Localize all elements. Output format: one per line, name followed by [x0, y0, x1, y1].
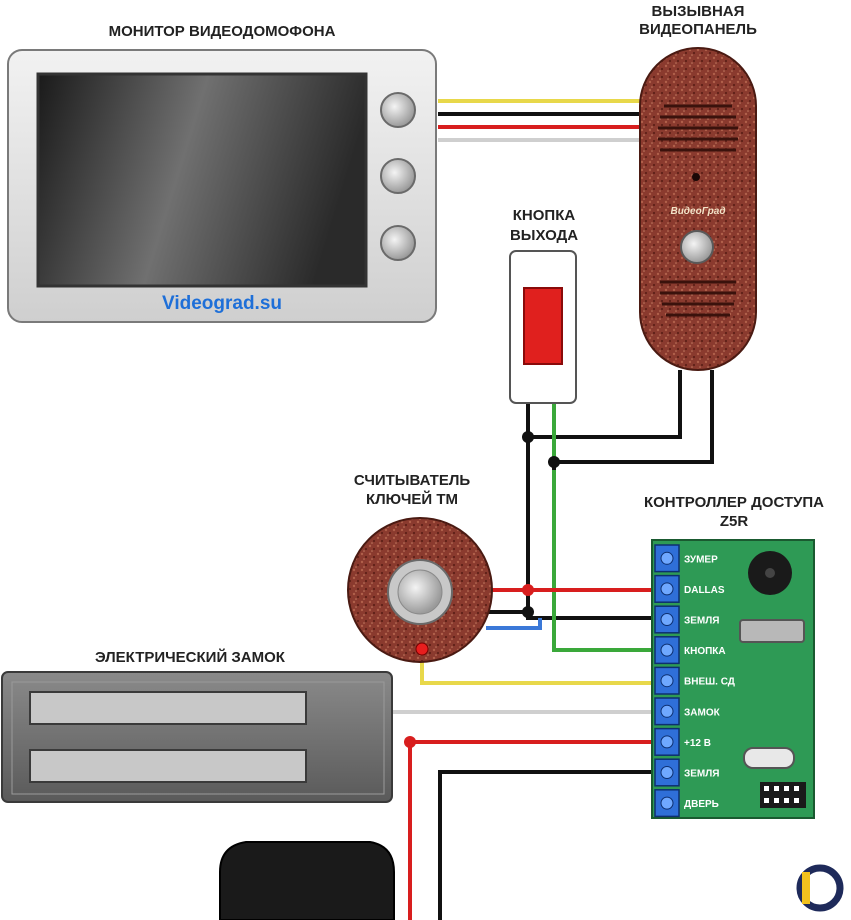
- lock-plate: [29, 749, 307, 783]
- junctions: [404, 431, 560, 748]
- lock-label: ЭЛЕКТРИЧЕСКИЙ ЗАМОК: [95, 648, 286, 666]
- reader-led: [415, 642, 429, 656]
- terminal-label: ДВЕРЬ: [684, 799, 719, 810]
- terminal-label: ЗУМЕР: [684, 554, 718, 565]
- terminal-screw: [660, 735, 674, 749]
- call-button: [680, 230, 714, 264]
- junction-dot: [522, 606, 534, 618]
- controller-label-line1: КОНТРОЛЛЕР ДОСТУПА: [644, 494, 824, 511]
- panel-label-line2: ВИДЕОПАНЕЛЬ: [639, 21, 757, 38]
- exit-button: [509, 250, 577, 404]
- terminal-block-cell: [654, 605, 680, 634]
- junction-dot: [404, 736, 416, 748]
- terminal-screw: [660, 613, 674, 626]
- lock-plate: [29, 691, 307, 725]
- call-panel: ВидеоГрад: [639, 47, 757, 371]
- wire-panel-black-2: [554, 370, 714, 464]
- crystal: [743, 747, 795, 769]
- monitor-button: [380, 225, 416, 261]
- exit-label-line1: КНОПКА: [513, 207, 576, 224]
- monitor-button: [380, 158, 416, 194]
- monitor-button: [380, 92, 416, 128]
- terminal-label: КНОПКА: [684, 646, 726, 657]
- wire-panel-black-1: [528, 370, 682, 439]
- camera-lens: [692, 173, 700, 181]
- terminal-screw: [660, 582, 674, 596]
- terminal-label: +12 В: [684, 738, 711, 749]
- wire-reader-blue: [486, 618, 542, 630]
- terminal-label: DALLAS: [684, 585, 725, 596]
- monitor-site-text: Videograd.su: [162, 293, 282, 314]
- relay: [739, 619, 805, 643]
- terminal-label: ЗЕМЛЯ: [684, 616, 719, 627]
- junction-dot: [522, 584, 534, 596]
- terminal-screw: [660, 796, 674, 810]
- monitor-screen: [36, 72, 368, 288]
- jumper-pins: [764, 786, 799, 803]
- reader-contact: [397, 569, 443, 615]
- terminal-block-cell: [654, 789, 680, 818]
- wire-exit-green: [552, 403, 655, 652]
- reader-label-line2: КЛЮЧЕЙ ТМ: [366, 490, 458, 508]
- exit-button-key: [523, 287, 563, 365]
- terminal-screw: [660, 674, 674, 688]
- panel-label-line1: ВЫЗЫВНАЯ: [652, 3, 745, 20]
- controller-label-line2: Z5R: [720, 513, 749, 530]
- exit-label-line2: ВЫХОДА: [510, 227, 578, 244]
- terminal-screw: [660, 551, 674, 565]
- power-supply: [219, 841, 395, 920]
- electric-lock: [1, 671, 393, 803]
- wire-power-black: [438, 770, 655, 920]
- terminal-screw: [660, 766, 674, 779]
- jumper-block: [760, 782, 806, 808]
- terminal-block-cell: [654, 544, 680, 573]
- wire-reader-led-yellow: [420, 660, 655, 685]
- panel-brand-text: ВидеоГрад: [670, 206, 725, 217]
- terminal-screw: [660, 643, 674, 657]
- terminal-screw: [660, 704, 674, 718]
- access-controller: ЗУМЕР DALLAS ЗЕМЛЯ КНОПКА ВНЕШ. СД ЗАМОК +12 В…: [651, 539, 815, 819]
- terminal-label: ЗЕМЛЯ: [684, 769, 719, 780]
- wires: [392, 99, 714, 920]
- intercom-monitor: Videograd.su: [7, 49, 437, 323]
- terminal-label: ЗАМОК: [684, 707, 721, 718]
- terminal-label: ВНЕШ. СД: [684, 677, 735, 688]
- watermark-logo: [796, 864, 844, 912]
- buzzer-center: [765, 568, 775, 578]
- key-reader: [347, 517, 493, 663]
- monitor-label: МОНИТОР ВИДЕОДОМОФОНА: [109, 23, 336, 40]
- junction-dot: [548, 456, 560, 468]
- terminal-block: ЗУМЕР DALLAS ЗЕМЛЯ КНОПКА ВНЕШ. СД ЗАМОК +12 В…: [654, 544, 735, 818]
- microphone-grille: [660, 280, 736, 317]
- junction-dot: [522, 431, 534, 443]
- speaker-grille: [658, 104, 738, 152]
- reader-label-line1: СЧИТЫВАТЕЛЬ: [354, 472, 470, 489]
